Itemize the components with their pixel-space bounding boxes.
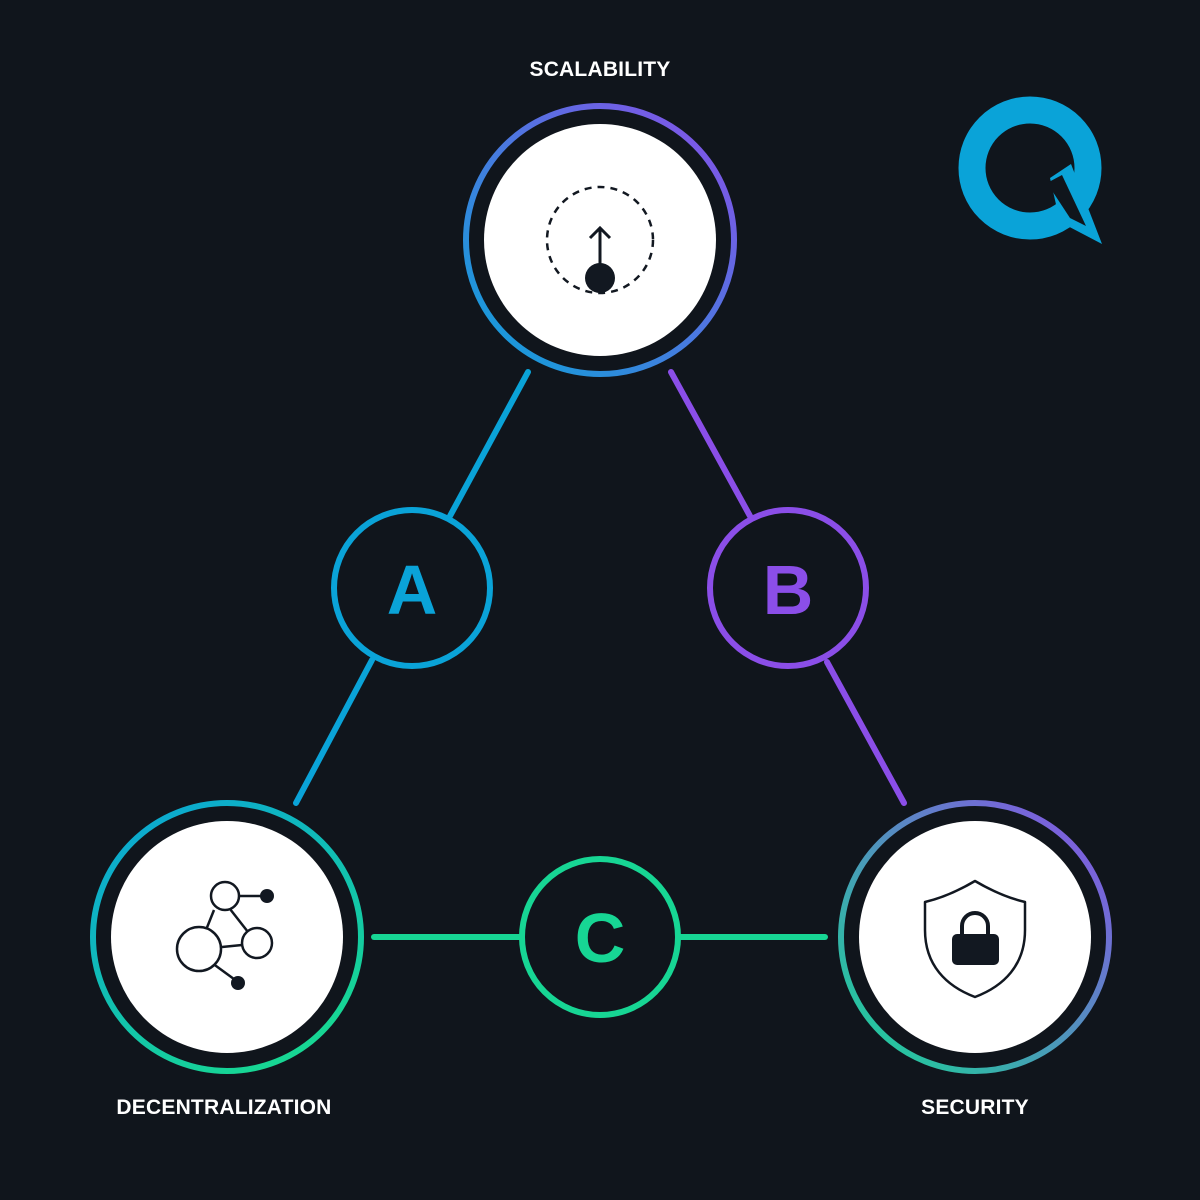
node-security-label: SECURITY	[921, 1096, 1029, 1119]
badge-b-ring	[707, 507, 869, 669]
connector-top-to-a	[447, 369, 531, 519]
scalability-gauge-icon	[545, 185, 655, 295]
node-decentralization-disc	[111, 821, 343, 1053]
badge-c-letter: C	[575, 899, 626, 977]
badge-c-ring	[519, 856, 681, 1018]
badge-a-ring	[331, 507, 493, 669]
network-nodes-icon	[175, 880, 274, 990]
badge-b-letter: B	[763, 551, 814, 629]
shield-lock-icon	[923, 879, 1027, 999]
connector-top-to-b	[668, 369, 753, 519]
node-decentralization-label: DECENTRALIZATION	[116, 1096, 331, 1119]
badge-b: B	[707, 507, 869, 669]
node-decentralization-ring	[90, 800, 364, 1074]
q-logo-icon	[958, 96, 1102, 244]
node-security-ring	[838, 800, 1112, 1074]
connector-lines	[293, 369, 907, 940]
node-scalability: SCALABILITY	[463, 58, 737, 377]
node-scalability-label: SCALABILITY	[529, 58, 670, 81]
badge-c: C	[519, 856, 681, 1018]
node-scalability-ring	[463, 103, 737, 377]
badge-a: A	[331, 507, 493, 669]
connector-a-to-left	[293, 657, 375, 806]
badge-a-letter: A	[387, 551, 438, 629]
node-security: SECURITY	[838, 800, 1112, 1119]
connector-b-to-right	[824, 659, 907, 806]
node-decentralization: DECENTRALIZATION	[90, 800, 364, 1119]
